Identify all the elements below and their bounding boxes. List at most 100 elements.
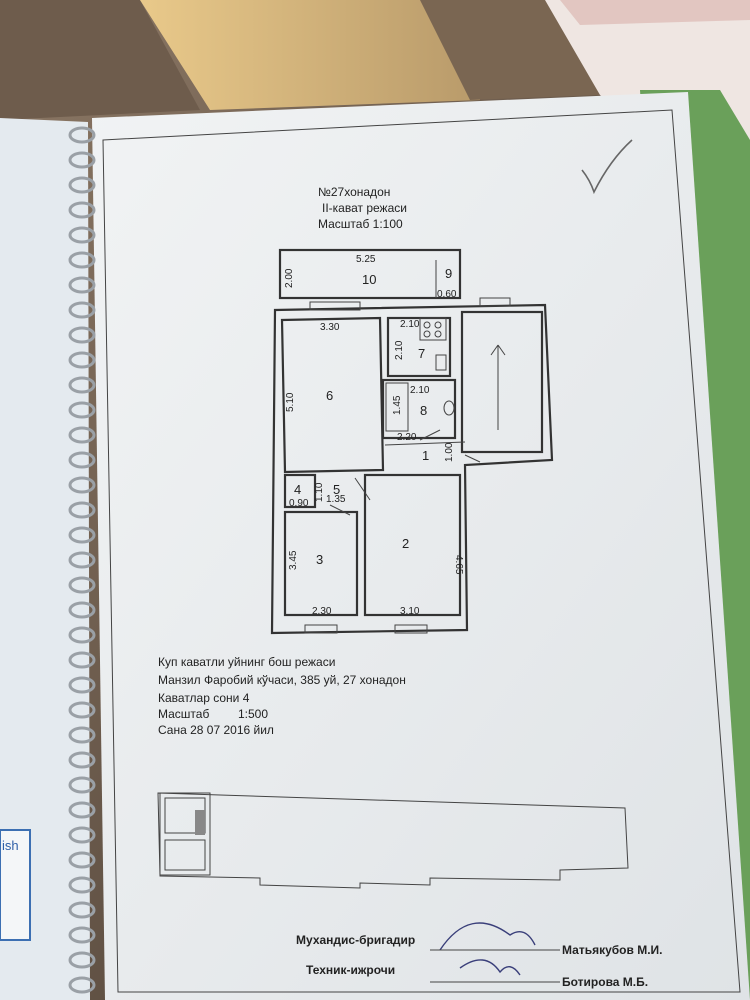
dim-room-8-bath: 1.45: [392, 395, 403, 415]
room-3-outline: [283, 510, 359, 617]
room-2-outline: [363, 473, 462, 617]
window-3: [304, 624, 338, 634]
binding-ring: [68, 376, 96, 394]
dim-room-2-width: 3.10: [400, 606, 420, 617]
window-2: [394, 624, 428, 634]
room-label-1: 1: [422, 448, 429, 463]
info-address: Манзил Фаробий кўчаси, 385 уй, 27 хонадо…: [158, 673, 406, 687]
window-stairs: [479, 297, 511, 307]
dim-room-5-width: 1.10: [314, 482, 325, 502]
binding-ring: [68, 851, 96, 869]
left-page-text: ish: [2, 838, 19, 853]
binding-ring: [68, 901, 96, 919]
info-scale-value: 1:500: [238, 707, 268, 721]
binding-ring: [68, 351, 96, 369]
stove-icon: [419, 317, 447, 341]
info-scale-label: Масштаб: [158, 707, 209, 721]
window-6: [309, 301, 361, 311]
room-label-2: 2: [402, 536, 409, 551]
info-general-plan: Куп каватли уйнинг бош режаси: [158, 655, 335, 669]
room-8-outline: [381, 378, 457, 440]
binding-ring: [68, 876, 96, 894]
technician-signature: [459, 959, 521, 976]
left-page: [0, 118, 90, 1000]
binding-ring: [68, 951, 96, 969]
binding-ring: [68, 751, 96, 769]
left-page-box: [0, 829, 31, 941]
engineer-signature: [439, 922, 536, 951]
room-label-6: 6: [326, 388, 333, 403]
room-label-4: 4: [294, 482, 301, 497]
room-7-outline: [386, 316, 452, 378]
dim-room-1-width: 1.00: [444, 442, 455, 462]
seat-left: [0, 0, 200, 120]
binding-ring: [68, 501, 96, 519]
binding-ring: [68, 151, 96, 169]
binding-ring: [68, 701, 96, 719]
dim-room-7-length: 2.10: [394, 340, 405, 360]
room-label-3: 3: [316, 552, 323, 567]
binding-ring: [68, 476, 96, 494]
room-label-7: 7: [418, 346, 425, 361]
check-mark: [581, 139, 633, 195]
toilet-icon: [443, 400, 455, 416]
background-document-stripe: [560, 0, 750, 25]
binding-ring: [68, 626, 96, 644]
technician-name: Ботирова М.Б.: [562, 975, 648, 989]
sink-icon: [435, 354, 447, 371]
room-4-outline: [283, 473, 317, 509]
binding-ring: [68, 826, 96, 844]
balcony-outline: [278, 248, 462, 300]
apartment-outer-wall: [270, 303, 554, 635]
dim-room-5-length: 1.35: [326, 494, 346, 505]
staircase-icon: [460, 310, 544, 454]
binding-ring: [68, 126, 96, 144]
binding-ring: [68, 326, 96, 344]
binding-ring: [68, 176, 96, 194]
floor-plan: [270, 248, 554, 635]
plan-scale: Масштаб 1:100: [318, 217, 403, 231]
room-1-divider: [384, 441, 466, 446]
binding-ring: [68, 551, 96, 569]
dim-room-3-width: 2.30: [312, 606, 332, 617]
seat-right: [420, 0, 600, 100]
binding-ring: [68, 401, 96, 419]
binding-ring: [68, 451, 96, 469]
room-label-5: 5: [333, 482, 340, 497]
binding-ring: [68, 426, 96, 444]
sunlit-seat: [140, 0, 480, 110]
page-frame: [102, 109, 741, 993]
floor-plan-title: II-кават режаси: [322, 201, 407, 215]
room-label-8: 8: [420, 403, 427, 418]
dim-room-8-width: 2.10: [410, 385, 430, 396]
engineer-name: Матьякубов М.И.: [562, 943, 663, 957]
site-plan: [157, 792, 629, 889]
dim-room-9-width: 0.60: [437, 289, 457, 300]
dim-balcony-width: 2.00: [284, 268, 295, 288]
dim-room-4-width: 0.90: [289, 498, 309, 509]
binding-ring: [68, 776, 96, 794]
spiral-binding: [68, 126, 96, 994]
binding-ring: [68, 276, 96, 294]
dim-room-7-width: 2.10: [400, 319, 420, 330]
binding-ring: [68, 201, 96, 219]
binding-ring: [68, 576, 96, 594]
binding-ring: [68, 926, 96, 944]
binding-ring: [68, 601, 96, 619]
binding-ring: [68, 526, 96, 544]
binding-ring: [68, 651, 96, 669]
dim-room-3-length: 3.45: [288, 550, 299, 570]
binding-ring: [68, 226, 96, 244]
binding-ring: [68, 726, 96, 744]
dim-room-6-length: 5.10: [285, 392, 296, 412]
dim-balcony-length: 5.25: [356, 254, 376, 265]
binding-ring: [68, 976, 96, 994]
engineer-title: Мухандис-бригадир: [296, 933, 415, 947]
binding-ring: [68, 676, 96, 694]
binding-ring: [68, 301, 96, 319]
binding-ring: [68, 801, 96, 819]
binding-ring: [68, 251, 96, 269]
dim-room-6-width: 3.30: [320, 322, 340, 333]
dim-room-2-length: 4.65: [453, 555, 464, 575]
